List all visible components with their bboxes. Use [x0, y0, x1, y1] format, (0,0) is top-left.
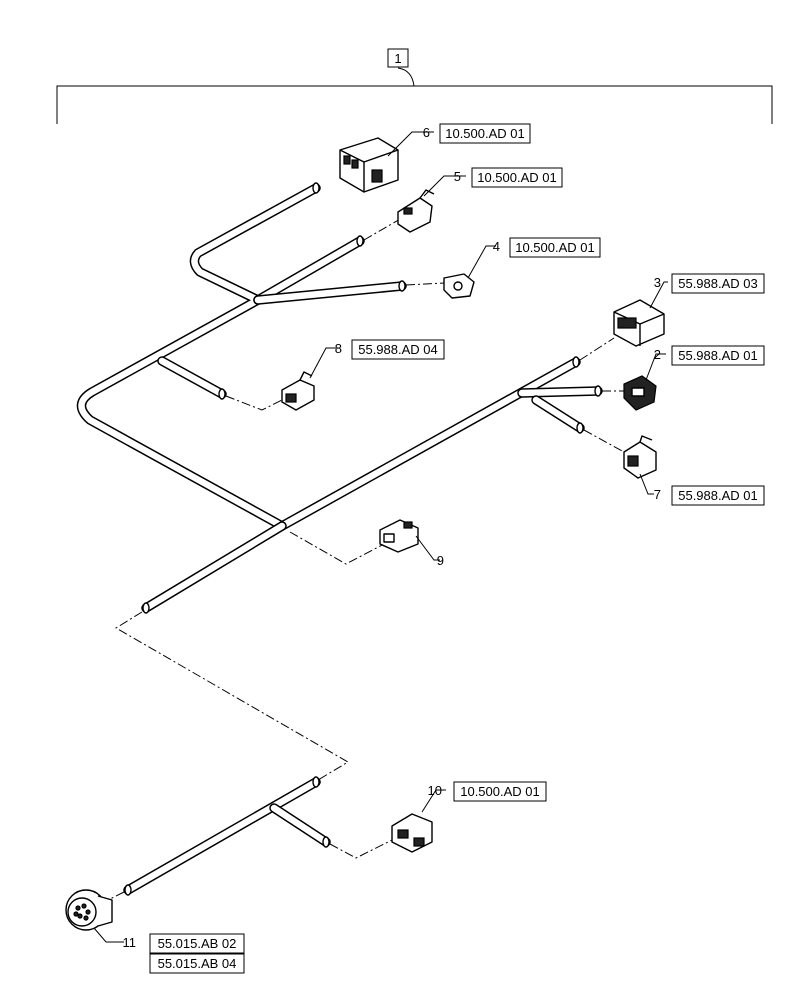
- reference-code[interactable]: 10.500.AD 01: [477, 170, 557, 185]
- callout-10[interactable]: 10 10.500.AD 01: [428, 781, 547, 802]
- callout-4[interactable]: 4 10.500.AD 01: [493, 237, 601, 258]
- callout-7[interactable]: 7 55.988.AD 01: [654, 485, 765, 506]
- reference-code[interactable]: 55.015.AB 04: [158, 956, 237, 971]
- callout-number: 5: [454, 169, 461, 184]
- callout-6[interactable]: 6 10.500.AD 01: [423, 123, 531, 144]
- reference-box: [351, 339, 445, 360]
- harness-lower-wire: [123, 776, 331, 896]
- callout-number: 4: [493, 239, 500, 254]
- reference-code[interactable]: 55.988.AD 01: [678, 488, 758, 503]
- callout-number: 7: [654, 487, 661, 502]
- connection-lines: [107, 217, 625, 901]
- connector-7-icon[interactable]: [623, 435, 657, 479]
- reference-box: [509, 237, 601, 258]
- reference-code[interactable]: 10.500.AD 01: [445, 126, 525, 141]
- reference-box: [471, 167, 563, 188]
- reference-box: [671, 273, 765, 294]
- connector-10-icon[interactable]: [391, 813, 433, 853]
- reference-box: [671, 345, 765, 366]
- connector-9-icon[interactable]: [379, 519, 419, 553]
- callout-number: 11: [123, 935, 137, 950]
- connector-6-icon[interactable]: [339, 137, 399, 193]
- callout-number: 6: [423, 125, 430, 140]
- connector-2-icon[interactable]: [623, 375, 657, 411]
- callout-1[interactable]: 1: [387, 48, 409, 68]
- callout-number: 1: [394, 51, 401, 66]
- connector-8-icon[interactable]: [281, 371, 315, 411]
- callout-number: 8: [335, 341, 342, 356]
- callout-8[interactable]: 8 55.988.AD 04: [335, 339, 445, 360]
- callout-number: 9: [437, 553, 444, 568]
- callout-9[interactable]: 9: [437, 553, 444, 568]
- callout-11[interactable]: 11 55.015.AB 02 55.015.AB 04: [123, 933, 245, 974]
- callout-number: 3: [654, 275, 661, 290]
- reference-code[interactable]: 55.988.AD 01: [678, 348, 758, 363]
- reference-box: [149, 933, 245, 954]
- reference-code[interactable]: 55.988.AD 03: [678, 276, 758, 291]
- callout-2[interactable]: 2 55.988.AD 01: [654, 345, 765, 366]
- callout-3[interactable]: 3 55.988.AD 03: [654, 273, 765, 294]
- callout-number: 10: [428, 783, 442, 798]
- connector-4-icon[interactable]: [443, 273, 475, 299]
- reference-box: [439, 123, 531, 144]
- assembly-bracket: [56, 67, 773, 124]
- reference-box: [453, 781, 547, 802]
- reference-code[interactable]: 55.988.AD 04: [358, 342, 438, 357]
- reference-box: [671, 485, 765, 506]
- connector-5-icon[interactable]: [397, 189, 435, 233]
- callout-5[interactable]: 5 10.500.AD 01: [454, 167, 563, 188]
- connector-3-icon[interactable]: [613, 299, 665, 347]
- connector-11-icon[interactable]: [65, 889, 113, 931]
- callout-number: 2: [654, 347, 661, 362]
- reference-code[interactable]: 55.015.AB 02: [158, 936, 237, 951]
- reference-code[interactable]: 10.500.AD 01: [515, 240, 595, 255]
- reference-code[interactable]: 10.500.AD 01: [460, 784, 540, 799]
- callout-leaders: [93, 131, 668, 943]
- reference-box: [149, 953, 245, 974]
- callout-labels: 6 10.500.AD 01 5 10.500.AD 01 4 10.500.AD 01 3…: [123, 123, 765, 974]
- harness-main-wire: [76, 182, 603, 614]
